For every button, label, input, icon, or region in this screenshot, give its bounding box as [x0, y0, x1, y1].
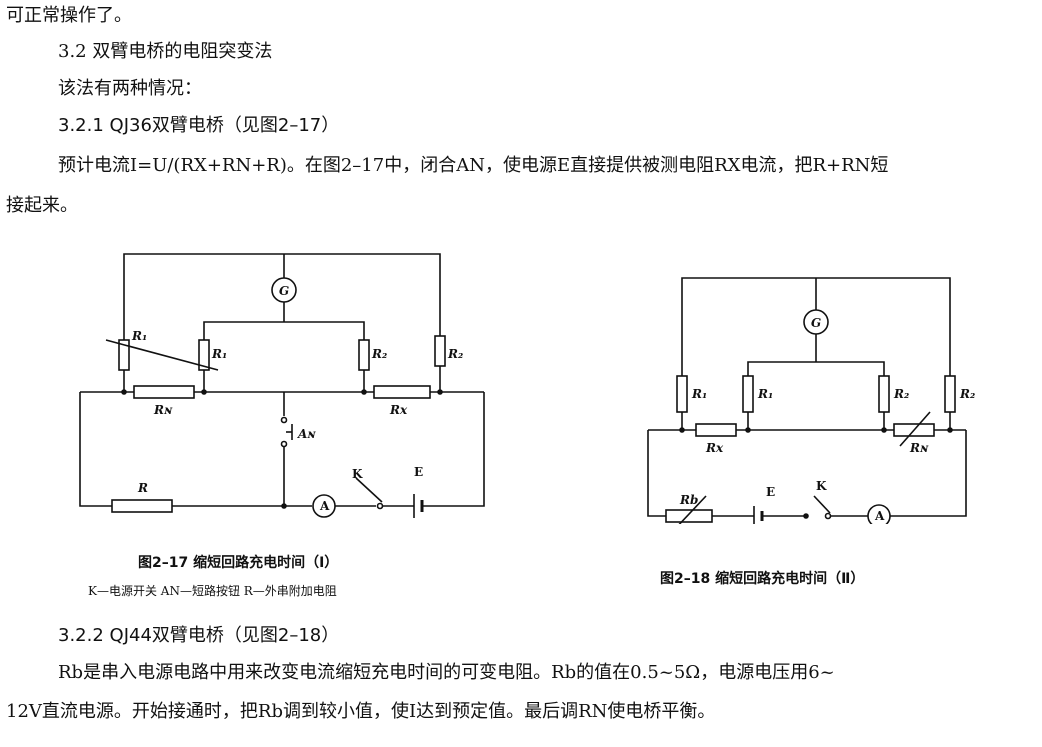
fig18-label-a: A — [874, 509, 885, 523]
fig18-label-r2a: R₂ — [893, 387, 909, 401]
fig18-label-r2b: R₂ — [959, 387, 975, 401]
fig17-label-k: K — [352, 467, 363, 481]
text-line-continuation: 可正常操作了。 — [6, 5, 132, 26]
figure-2-18-circuit: G R₁ R₁ R₂ R₂ Rx Rɴ Rb E K A — [647, 277, 975, 524]
fig17-label-r1b: R₁ — [211, 347, 227, 361]
fig17-label-r1a: R₁ — [131, 329, 147, 343]
fig18-label-r1a: R₁ — [691, 387, 707, 401]
fig17-label-r: R — [137, 481, 148, 495]
section-heading-3-2-2: 3.2.2 QJ44双臂电桥（见图2–18） — [58, 625, 340, 646]
paragraph-2-line-2: 12V直流电源。开始接通时，把Rb调到较小值，使I达到预定值。最后调RN使电桥平… — [6, 701, 716, 722]
fig17-label-r2b: R₂ — [447, 347, 463, 361]
fig17-label-rn: Rɴ — [153, 403, 173, 417]
fig18-label-e: E — [766, 485, 775, 499]
paragraph-2-line-1: Rb是串入电源电路中用来改变电流缩短充电时间的可变电阻。Rb的值在0.5~5Ω，… — [58, 662, 835, 683]
section-heading-3-2: 3.2 双臂电桥的电阻突变法 — [58, 41, 273, 62]
figure-2-18-caption: 图2–18 缩短回路充电时间（Ⅱ） — [660, 571, 865, 587]
intro-text: 该法有两种情况： — [58, 78, 202, 99]
paragraph-1-line-2: 接起来。 — [6, 195, 78, 216]
figure-2-17-legend: K—电源开关 AN—短路按钮 R—外串附加电阻 — [88, 584, 337, 598]
fig17-label-e: E — [414, 465, 423, 479]
figure-2-17-caption: 图2–17 缩短回路充电时间（Ⅰ） — [138, 555, 339, 571]
fig18-label-r1b: R₁ — [757, 387, 773, 401]
fig17-label-r2a: R₂ — [371, 347, 387, 361]
fig17-label-g: G — [279, 284, 289, 298]
fig18-label-k: K — [816, 479, 827, 493]
fig18-label-rb: Rb — [679, 493, 698, 507]
section-heading-3-2-1: 3.2.1 QJ36双臂电桥（见图2–17） — [58, 115, 340, 136]
figure-2-17-circuit: G R₁ R₁ R₂ R₂ Rɴ Rx Aɴ R A K E — [79, 253, 485, 518]
fig18-label-g: G — [811, 316, 821, 330]
fig18-label-rx: Rx — [705, 441, 724, 455]
fig18-label-rn: Rɴ — [909, 441, 929, 455]
fig17-label-rx: Rx — [389, 403, 408, 417]
fig17-label-a: A — [319, 499, 330, 513]
fig17-label-an: Aɴ — [297, 427, 316, 441]
paragraph-1-line-1: 预计电流I=U/(RX+RN+R)。在图2–17中，闭合AN，使电源E直接提供被… — [58, 155, 889, 176]
